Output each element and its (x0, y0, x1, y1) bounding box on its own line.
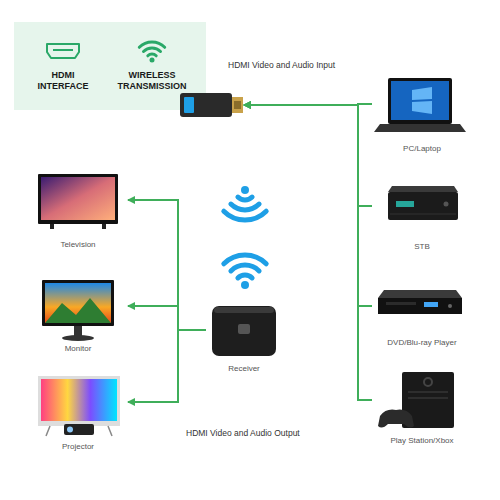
connector-group (128, 104, 372, 402)
hdmi-icon (47, 44, 79, 58)
device-label: Play Station/Xbox (390, 436, 453, 446)
receiver-node: Receiver (206, 302, 282, 374)
feature-panel (14, 22, 206, 110)
node-heading: HDMI Video and Audio Input (228, 60, 335, 70)
panel-ground (14, 22, 206, 110)
device-label: Television (60, 240, 95, 250)
display-device: Projector (28, 372, 128, 452)
wifi-icon (139, 42, 164, 62)
hdmi-connector (128, 200, 206, 330)
source-device: PC/Laptop (372, 74, 472, 154)
projector-picture (38, 376, 120, 436)
display-device: Television (28, 170, 128, 250)
hdmi-connector (128, 330, 206, 402)
device-label: Monitor (65, 344, 92, 354)
stb-picture (388, 186, 458, 220)
transmitter-node: HDMI Video and Audio Input (178, 92, 244, 118)
hdmi-connector (244, 105, 372, 306)
source-device: Play Station/Xbox (372, 366, 472, 446)
feature-label: HDMI INTERFACE (32, 70, 94, 92)
device-label: DVD/Blu-ray Player (387, 338, 456, 348)
device-label: PC/Laptop (403, 144, 441, 154)
wireless-signal-up (224, 255, 266, 289)
hdmi-connector (128, 306, 206, 330)
hdmi-connector (244, 105, 372, 206)
television-picture (38, 174, 118, 229)
laptop-picture (374, 78, 466, 132)
source-device: STB (372, 178, 472, 252)
display-device: Monitor (28, 276, 128, 354)
source-device: DVD/Blu-ray Player (372, 276, 472, 348)
console-picture (378, 372, 454, 428)
feature-label: WIRELESS TRANSMISSION (107, 70, 197, 92)
transmitter-dongle (180, 93, 243, 117)
hdmi-connector (244, 105, 372, 400)
dvd-player-picture (378, 290, 462, 314)
device-label: STB (414, 242, 430, 252)
monitor-picture (42, 280, 114, 341)
device-label: Receiver (228, 364, 260, 374)
wireless-signal-down (224, 186, 266, 220)
device-label: Projector (62, 442, 94, 452)
receiver-box (212, 306, 276, 356)
output-label: HDMI Video and Audio Output (186, 428, 300, 438)
